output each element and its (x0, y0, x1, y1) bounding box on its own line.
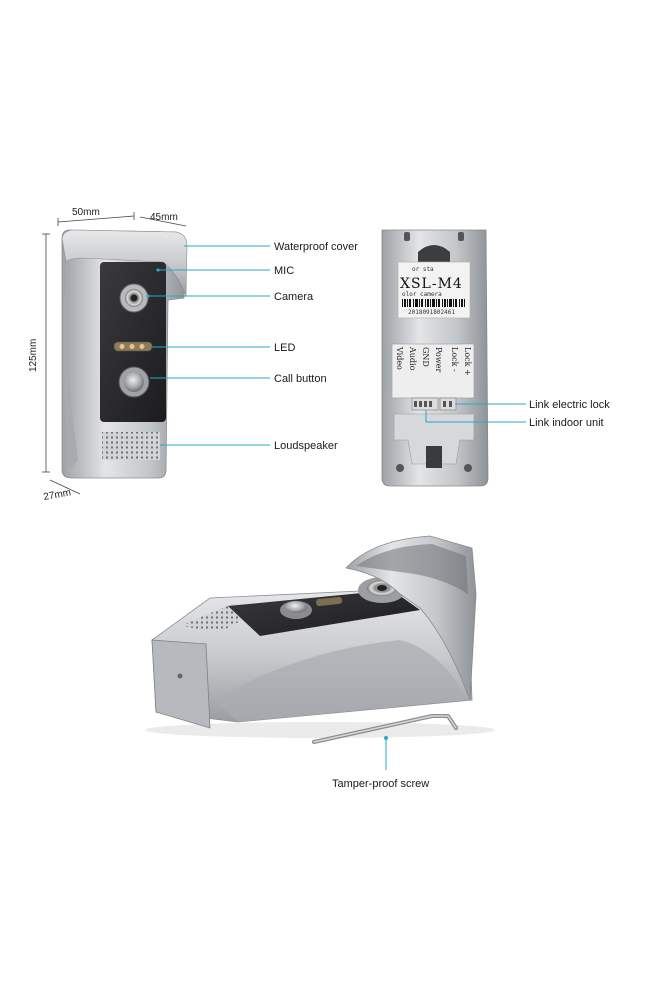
side-curve (214, 640, 468, 722)
terminal-label-power: Power (434, 347, 443, 372)
connector-pin (449, 401, 452, 407)
leader-dot (156, 268, 160, 272)
label-indoor-unit: Link indoor unit (529, 417, 604, 429)
height-dim-label: 125mm (28, 339, 39, 372)
side-screw-hole (177, 673, 183, 679)
call-button (124, 372, 144, 392)
bottom-slot (426, 446, 442, 468)
terminal-label-audio: Audio (408, 346, 417, 371)
side-swoosh (63, 262, 78, 470)
end-face (151, 639, 211, 729)
label-tamper-screw: Tamper-proof screw (332, 778, 429, 790)
top-slot (418, 245, 450, 262)
mount-hole (458, 232, 464, 241)
terminal-label-video: Video (395, 346, 404, 370)
depth-dim-line (139, 216, 187, 227)
top-led-strip (316, 596, 343, 607)
front-view: 50mm 45mm 125mm 27mm (28, 207, 358, 503)
leader-dot (384, 736, 388, 740)
allen-key-highlight (313, 715, 457, 743)
lock-connector (439, 397, 457, 411)
width-dim-label: 50mm (72, 207, 100, 218)
back-sticker (397, 261, 471, 319)
barcode (402, 299, 465, 307)
terminal-label-gnd: GND (421, 347, 430, 367)
speaker-grille (102, 432, 160, 460)
label-loudspeaker: Loudspeaker (274, 440, 338, 452)
connector-pin (424, 401, 427, 407)
label-electric-lock: Link electric lock (529, 399, 610, 411)
width-dim-line (57, 215, 135, 223)
label-call-button: Call button (274, 373, 327, 385)
top-camera-pupil (377, 585, 387, 591)
label-mic: MIC (274, 265, 294, 277)
led-dot (119, 344, 125, 349)
top-call-button (285, 601, 307, 613)
connector-pin (419, 401, 422, 407)
led-dot (129, 344, 135, 349)
terminal-label-plate (391, 343, 475, 399)
screw-right (464, 464, 472, 472)
leader-dot (146, 294, 150, 298)
label-camera: Camera (274, 291, 314, 303)
connector-pin (429, 401, 432, 407)
base-dim-label: 27mm (43, 487, 72, 503)
label-led: LED (274, 342, 295, 354)
hood-inner (356, 544, 468, 594)
terminal-label-lock-plus: Lock + (463, 347, 472, 376)
mount-hole (404, 232, 410, 241)
sticker-serial: 2018091802461 (408, 309, 455, 316)
bottom-cutout (393, 413, 475, 465)
sticker-sub-text: olor camera (402, 291, 442, 298)
back-view: or sta XSL-M4 olor camera (381, 229, 610, 487)
screw-left (396, 464, 404, 472)
terminal-label-lock-minus: Lock - (450, 347, 459, 372)
shadow (145, 722, 495, 738)
sticker-model: XSL-M4 (400, 276, 463, 292)
connector-pin (443, 401, 446, 407)
camera-pupil (130, 294, 138, 302)
base-dim-line (49, 479, 81, 495)
label-waterproof-cover: Waterproof cover (274, 241, 358, 253)
connector-pin (414, 401, 417, 407)
led-dot (139, 344, 145, 349)
perspective-view: Tamper-proof screw (145, 535, 495, 790)
depth-dim-label: 45mm (150, 212, 178, 223)
sticker-top-text: or sta (412, 266, 434, 273)
leader-indoor-unit (425, 410, 526, 423)
